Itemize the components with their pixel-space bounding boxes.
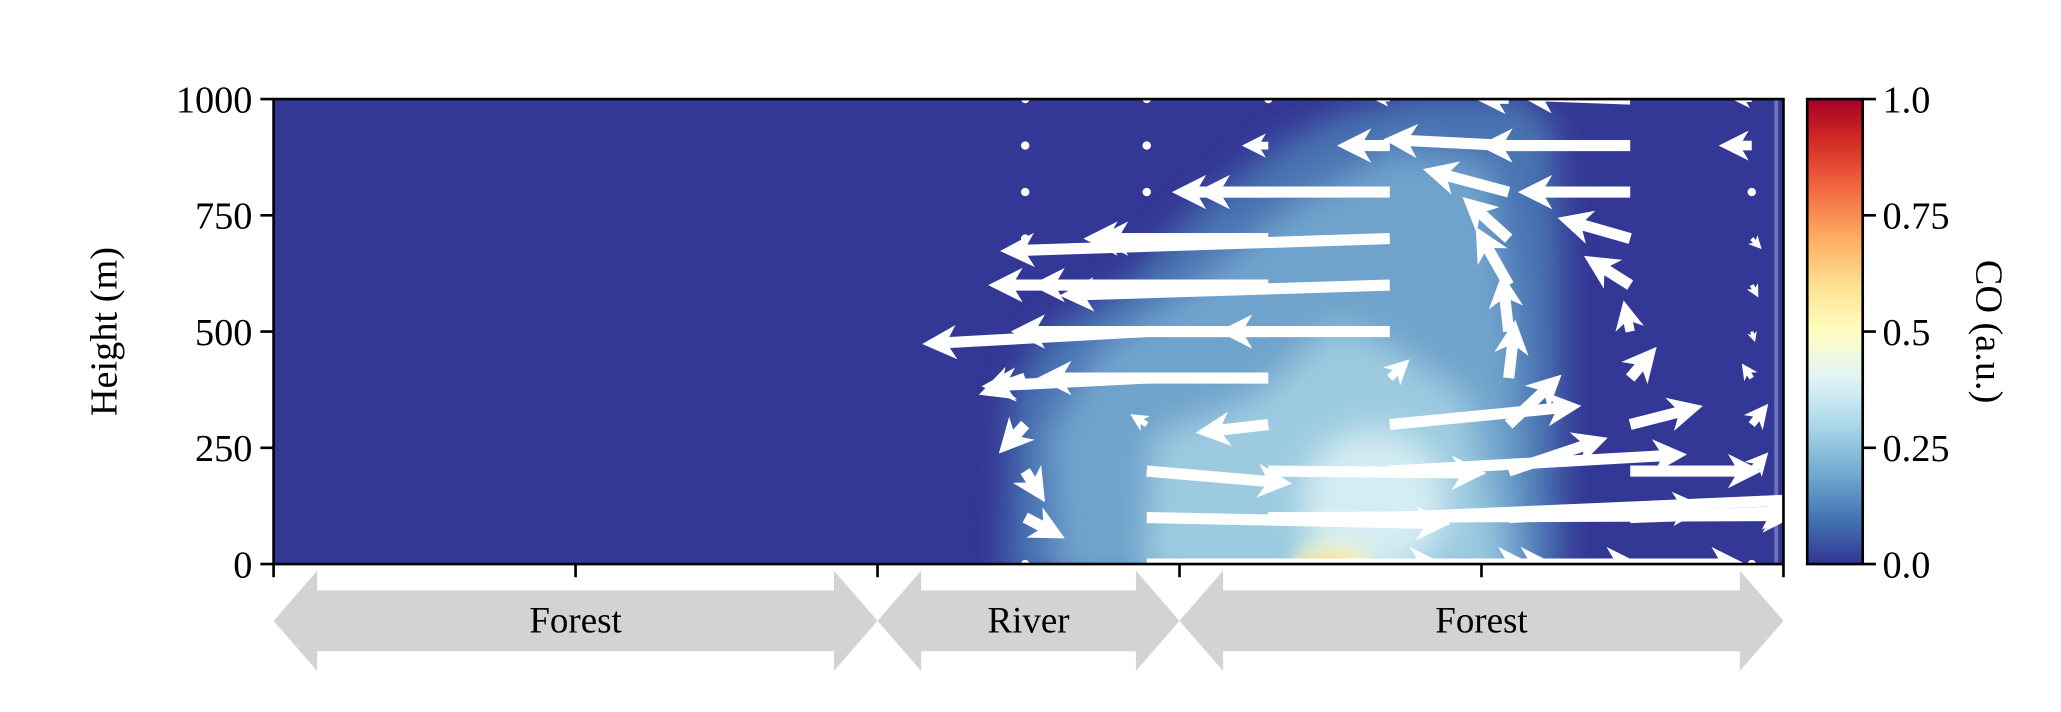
wind-vector-arrow (1517, 99, 1631, 114)
wind-vector-arrow (1747, 235, 1762, 249)
wind-vector-arrow (1630, 495, 1784, 530)
region-label: Forest (529, 600, 622, 641)
wind-vector-arrow (1478, 128, 1631, 163)
region-arrow-forest (273, 570, 878, 672)
wind-vector-arrow (1557, 210, 1632, 244)
wind-vector-arrow (1718, 130, 1752, 161)
colorbar-tick-label: 1.0 (1883, 79, 1931, 121)
wind-vector-arrow (1506, 432, 1608, 477)
colorbar-axis: 0.0 0.25 0.5 0.75 1.0 (1862, 79, 1950, 586)
wind-vector-arrow (1628, 397, 1703, 432)
surface-regions: Forest River Forest (273, 570, 1784, 672)
wind-vector-arrow (1615, 300, 1644, 333)
wind-vector-arrow (1504, 374, 1562, 429)
wind-vector-arrow (1741, 363, 1758, 382)
wind-vector-arrow (1268, 455, 1487, 490)
wind-vector-arrow (1744, 452, 1769, 477)
colorbar-tick-label: 0.75 (1883, 196, 1950, 238)
wind-vector-arrow (998, 416, 1035, 454)
region-label: River (987, 600, 1069, 641)
y-tick-label: 0 (233, 544, 252, 586)
wind-vector-arrow (1146, 463, 1293, 498)
wind-vectors (922, 99, 1784, 565)
wind-vector-arrow (1195, 411, 1269, 447)
wind-vector-arrow (1383, 123, 1509, 159)
wind-vector-arrow (1508, 546, 1641, 565)
wind-vector-arrow (1059, 277, 1390, 312)
wind-vector-arrow (1630, 546, 1746, 565)
wind-vector-arrow (1146, 505, 1451, 541)
y-tick-label: 1000 (176, 79, 253, 121)
wind-vector-arrow (1475, 226, 1514, 288)
wind-vector-calm (1142, 141, 1151, 150)
wind-vector-arrow (1130, 414, 1150, 432)
wind-vector-arrow (1171, 174, 1390, 210)
wind-vector-arrow (1746, 505, 1759, 520)
wind-vector-arrow (1508, 491, 1707, 527)
region-arrow-river (877, 570, 1180, 672)
colorbar-tick-label: 0.25 (1883, 428, 1950, 470)
wind-vector-arrow (1000, 232, 1390, 268)
wind-vector-arrow (1743, 403, 1769, 431)
y-tick-label: 250 (195, 428, 252, 470)
wind-vector-calm (1142, 187, 1151, 197)
colorbar-tick-label: 0.5 (1883, 312, 1931, 354)
wind-vector-arrow (1488, 273, 1524, 333)
wind-vector-arrow (1010, 314, 1269, 349)
colorbar-label: CO (a.u.) (1967, 260, 2009, 404)
wind-vector-arrow (1731, 99, 1752, 109)
contour-field (273, 99, 1784, 565)
wind-vector-arrow (1630, 453, 1763, 489)
wind-vector-arrow (1422, 161, 1511, 198)
wind-vector-arrow (1012, 464, 1046, 503)
wind-vector-calm (1020, 141, 1030, 150)
y-tick-label: 500 (195, 312, 252, 354)
right-edge-strip (1774, 99, 1779, 565)
wind-vector-arrow (1030, 267, 1269, 303)
wind-vector-arrow (1383, 359, 1410, 386)
wind-vector-arrow (1373, 99, 1390, 107)
wind-vector-arrow (1747, 331, 1757, 342)
colorbar (1805, 97, 1865, 566)
y-tick-label: 750 (195, 196, 252, 238)
wind-vector-arrow (1241, 133, 1269, 158)
wind-vector-arrow (1494, 319, 1529, 379)
wind-vector-arrow (1336, 128, 1390, 163)
wind-vector-arrow (1462, 196, 1513, 243)
co-source-hotspot (1292, 529, 1372, 565)
x-axis (272, 564, 1785, 578)
wind-vector-arrow (1037, 360, 1269, 396)
colorbar-tick-label: 0.0 (1883, 544, 1931, 586)
wind-vector-arrow (1022, 507, 1065, 539)
region-label: Forest (1435, 600, 1528, 641)
wind-vector-arrow (1746, 283, 1759, 298)
y-axis-label: Height (m) (83, 247, 125, 416)
wind-vector-arrow (1583, 255, 1634, 290)
wind-vector-arrow (1389, 483, 1784, 524)
wind-vector-arrow (1475, 99, 1509, 115)
region-arrow-forest (1179, 570, 1784, 672)
wind-vector-arrow (1621, 346, 1657, 385)
wind-vector-arrow (1517, 174, 1631, 210)
wind-vector-calm (1020, 187, 1030, 197)
y-axis: 0 250 500 750 1000 (176, 79, 274, 586)
wind-vector-calm (1747, 187, 1756, 197)
wind-vector-arrow (1389, 392, 1582, 431)
wind-vector-arrow (1083, 221, 1269, 256)
wind-vector-arrow (1218, 314, 1390, 349)
